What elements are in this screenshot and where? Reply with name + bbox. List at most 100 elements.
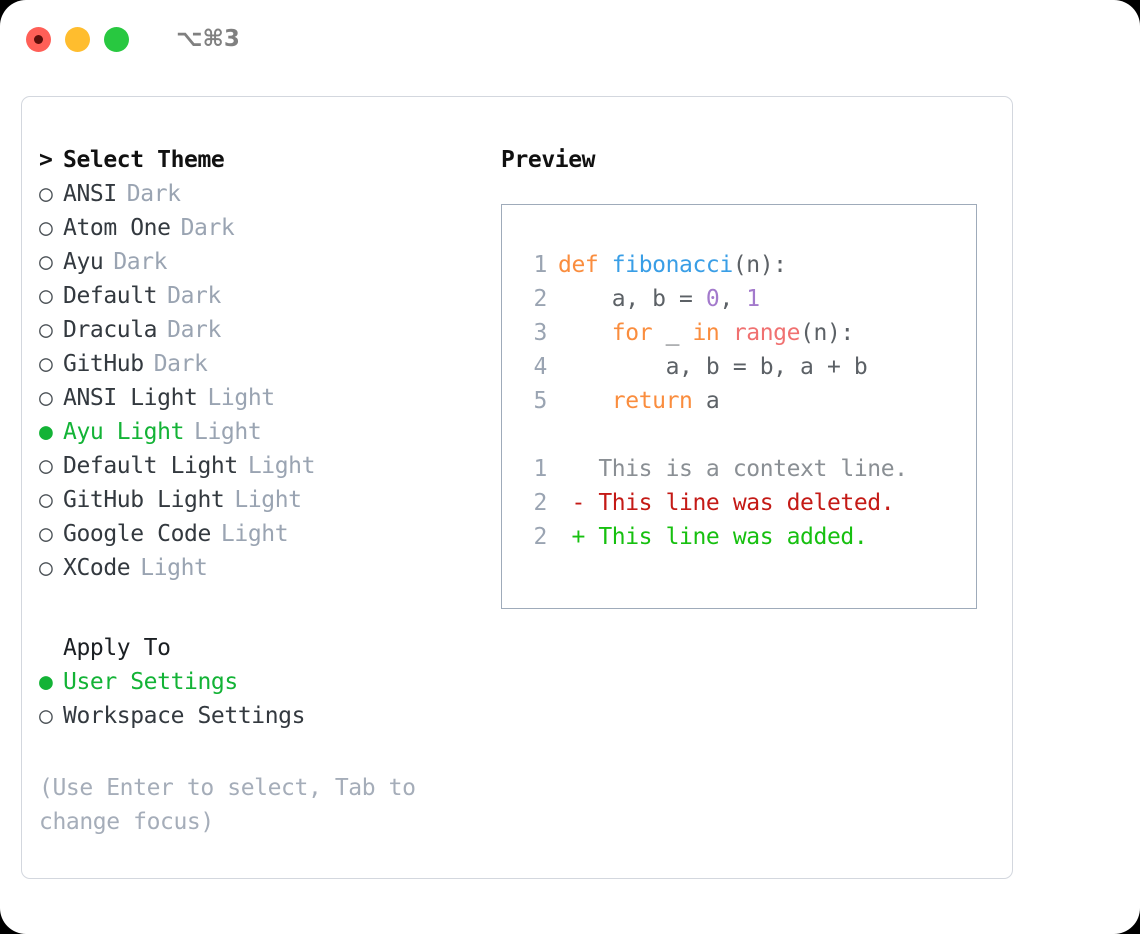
diff-line: 1 This is a context line. — [502, 452, 976, 486]
theme-variant-label: Dark — [126, 181, 181, 207]
radio-unselected-icon[interactable]: ○ — [39, 249, 53, 275]
theme-variant-label: Dark — [180, 215, 235, 241]
code-token — [719, 320, 732, 346]
theme-name-label: Dracula — [63, 317, 158, 343]
theme-variant-label: Light — [247, 453, 316, 479]
radio-unselected-icon[interactable]: ○ — [39, 351, 53, 377]
apply-to-item[interactable]: ● User Settings — [39, 669, 469, 703]
radio-unselected-icon[interactable]: ○ — [39, 385, 53, 411]
theme-name-label: Google Code — [63, 521, 211, 547]
radio-unselected-icon[interactable]: ○ — [39, 487, 53, 513]
minimize-button[interactable] — [65, 26, 90, 52]
line-number: 2 — [533, 286, 548, 312]
radio-unselected-icon[interactable]: ○ — [39, 703, 53, 729]
apply-to-item[interactable]: ○ Workspace Settings — [39, 703, 469, 737]
code-line-text: a, b = 0, 1 — [558, 282, 760, 316]
theme-name-label: Atom One — [63, 215, 171, 241]
keyboard-hint-text: (Use Enter to select, Tab to change focu… — [39, 775, 416, 835]
theme-list-item[interactable]: ○ Default Light Light — [39, 453, 469, 487]
theme-variant-label: Dark — [167, 317, 221, 343]
code-line-text: return a — [558, 384, 720, 418]
radio-unselected-icon[interactable]: ○ — [39, 181, 53, 207]
code-token: + This line was added. — [558, 524, 868, 550]
code-line-text: a, b = b, a + b — [558, 350, 868, 384]
close-button[interactable] — [26, 26, 51, 52]
code-line-text: + This line was added. — [558, 520, 867, 554]
theme-variant-label: Light — [207, 385, 275, 411]
code-line-text: - This line was deleted. — [558, 486, 894, 520]
code-token: a, b = b, a + b — [558, 354, 868, 380]
diff-line: 2 + This line was added. — [502, 520, 976, 554]
code-token: 1 — [746, 286, 760, 312]
code-token — [558, 320, 612, 346]
code-token: a — [692, 388, 720, 414]
keyboard-shortcut-label: ⌥⌘3 — [176, 26, 240, 52]
radio-selected-icon[interactable]: ● — [39, 669, 53, 695]
radio-unselected-icon[interactable]: ○ — [39, 555, 53, 581]
code-token: return — [611, 388, 693, 414]
theme-name-label: Default — [63, 283, 158, 309]
code-token: - This line was deleted. — [558, 490, 895, 516]
maximize-button[interactable] — [104, 26, 129, 52]
radio-unselected-icon[interactable]: ○ — [39, 521, 53, 547]
code-token: range — [732, 320, 801, 346]
theme-list-item[interactable]: ○ Default Dark — [39, 283, 469, 317]
code-line: 1 def fibonacci(n): — [502, 248, 976, 282]
diff-line: 2 - This line was deleted. — [502, 486, 976, 520]
apply-to-title: Apply To — [63, 635, 171, 661]
code-line-text: for _ in range(n): — [558, 316, 854, 350]
apply-to-label: User Settings — [63, 669, 238, 695]
line-number: 2 — [533, 490, 548, 516]
radio-unselected-icon[interactable]: ○ — [39, 215, 53, 241]
code-token: (n): — [732, 252, 787, 278]
line-number: 3 — [533, 320, 548, 346]
code-token: _ — [652, 320, 693, 346]
radio-selected-icon[interactable]: ● — [39, 419, 53, 445]
radio-unselected-icon[interactable]: ○ — [39, 317, 53, 343]
code-line-text: This is a context line. — [558, 452, 908, 486]
apply-to-list: ● User Settings ○ Workspace Settings — [39, 669, 469, 737]
line-number: 2 — [533, 524, 548, 550]
theme-name-label: Ayu — [63, 249, 104, 275]
theme-name-label: GitHub Light — [63, 487, 225, 513]
prompt-caret-icon: > — [39, 147, 53, 173]
line-number: 4 — [533, 354, 548, 380]
code-token: def — [558, 252, 612, 278]
theme-list-item[interactable]: ○ Atom One Dark — [39, 215, 469, 249]
radio-unselected-icon[interactable]: ○ — [39, 453, 53, 479]
traffic-lights — [26, 26, 129, 52]
theme-name-label: Ayu Light — [63, 419, 185, 445]
theme-name-label: Default Light — [63, 453, 238, 479]
line-number: 1 — [533, 252, 548, 278]
code-token — [558, 388, 612, 414]
code-token: 0 — [705, 286, 720, 312]
code-line: 5 return a — [502, 384, 976, 418]
apply-to-label: Workspace Settings — [63, 703, 306, 729]
code-token: (n): — [800, 320, 854, 346]
code-token: for — [611, 320, 653, 346]
theme-list-item[interactable]: ○ GitHub Light Light — [39, 487, 469, 521]
radio-unselected-icon[interactable]: ○ — [39, 283, 53, 309]
code-token: This is a context line. — [558, 456, 908, 482]
code-token: fibonacci — [611, 252, 733, 278]
code-token: in — [692, 320, 720, 346]
apply-to-marker-placeholder: ○ — [39, 635, 63, 661]
code-diff-spacer — [502, 418, 976, 452]
code-token: , — [719, 286, 747, 312]
code-line-text: def fibonacci(n): — [558, 248, 787, 282]
theme-list-item[interactable]: ○ Dracula Dark — [39, 317, 469, 351]
theme-variant-label: Dark — [167, 283, 221, 309]
theme-variant-label: Light — [234, 487, 302, 513]
